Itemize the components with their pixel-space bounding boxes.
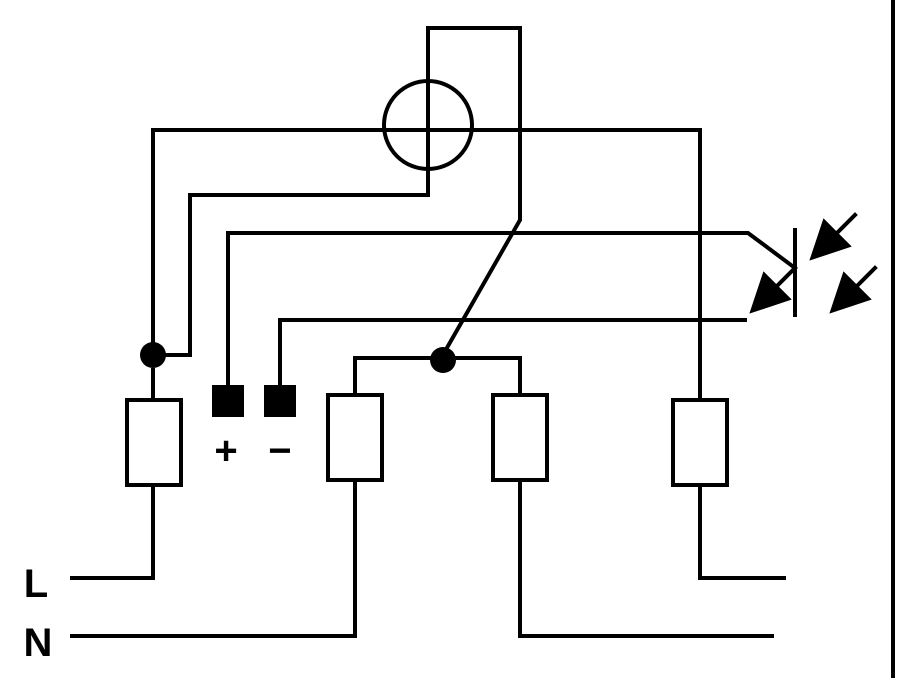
wire-positive-output: [226, 231, 798, 387]
label-positive: +: [214, 429, 237, 473]
wire-coil-loop-to-junction: [426, 26, 522, 363]
wire-l-input: [70, 483, 155, 580]
label-negative: −: [268, 429, 291, 473]
pulse-terminal-negative: [264, 385, 296, 417]
junction-dot-l: [140, 342, 166, 368]
label-neutral: N: [24, 621, 53, 665]
terminal-block-n-in: [326, 393, 384, 482]
junction-dot-n: [430, 347, 456, 373]
wire-top-horizontal: [151, 128, 702, 402]
wire-l-output: [698, 483, 786, 580]
wire-negative-output: [278, 318, 747, 387]
label-line: L: [24, 562, 48, 606]
wire-n-input: [70, 478, 357, 638]
wire-coil-loop-to-left-junction: [153, 26, 430, 357]
phototransistor-emitter-arrow: [749, 265, 798, 314]
light-arrow-lower-icon: [829, 265, 878, 314]
light-arrow-upper-icon: [809, 212, 858, 261]
pulse-terminal-positive: [212, 385, 244, 417]
terminal-block-n-out: [491, 393, 549, 482]
wire-n-output: [518, 478, 774, 638]
coil-circle: [382, 79, 474, 171]
terminal-block-l-out: [671, 398, 729, 487]
terminal-block-l: [125, 398, 183, 487]
